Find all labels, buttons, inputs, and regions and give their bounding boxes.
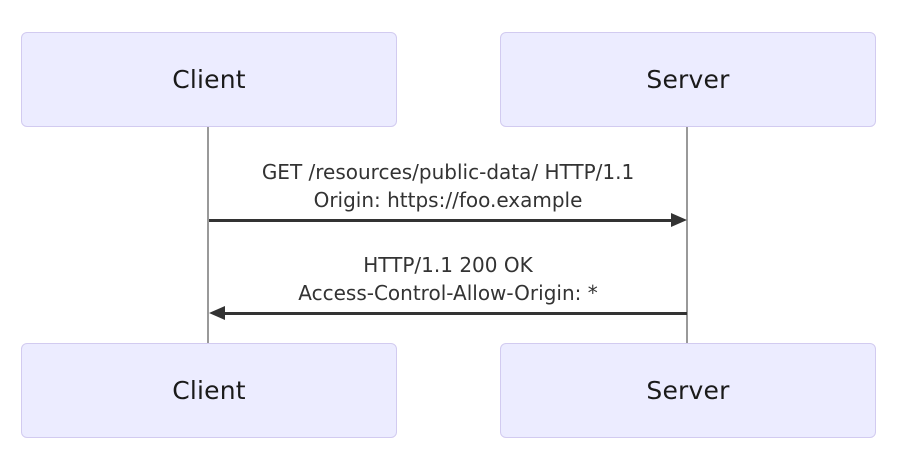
actor-label-client-bottom: Client (172, 376, 246, 405)
message-request-line-2: Origin: https://foo.example (313, 188, 583, 212)
lifeline-server (686, 127, 688, 343)
actor-label-server-bottom: Server (646, 376, 730, 405)
message-response-text: HTTP/1.1 200 OK Access-Control-Allow-Ori… (209, 251, 687, 307)
actor-box-client-top: Client (21, 32, 397, 127)
lifeline-client (207, 127, 209, 343)
message-request-line-1: GET /resources/public-data/ HTTP/1.1 (261, 160, 635, 184)
arrowhead-left-icon (209, 306, 225, 320)
actor-label-client-top: Client (172, 65, 246, 94)
message-response-arrow (209, 306, 687, 320)
message-response-line-2: Access-Control-Allow-Origin: * (298, 281, 598, 305)
arrow-shaft (209, 218, 673, 222)
actor-box-client-bottom: Client (21, 343, 397, 438)
message-response-line-1: HTTP/1.1 200 OK (363, 253, 533, 277)
message-request-arrow (209, 213, 687, 227)
actor-box-server-top: Server (500, 32, 876, 127)
actor-box-server-bottom: Server (500, 343, 876, 438)
message-request-text: GET /resources/public-data/ HTTP/1.1 Ori… (209, 158, 687, 214)
arrowhead-right-icon (671, 213, 687, 227)
actor-label-server-top: Server (646, 65, 730, 94)
arrow-shaft (223, 311, 687, 315)
